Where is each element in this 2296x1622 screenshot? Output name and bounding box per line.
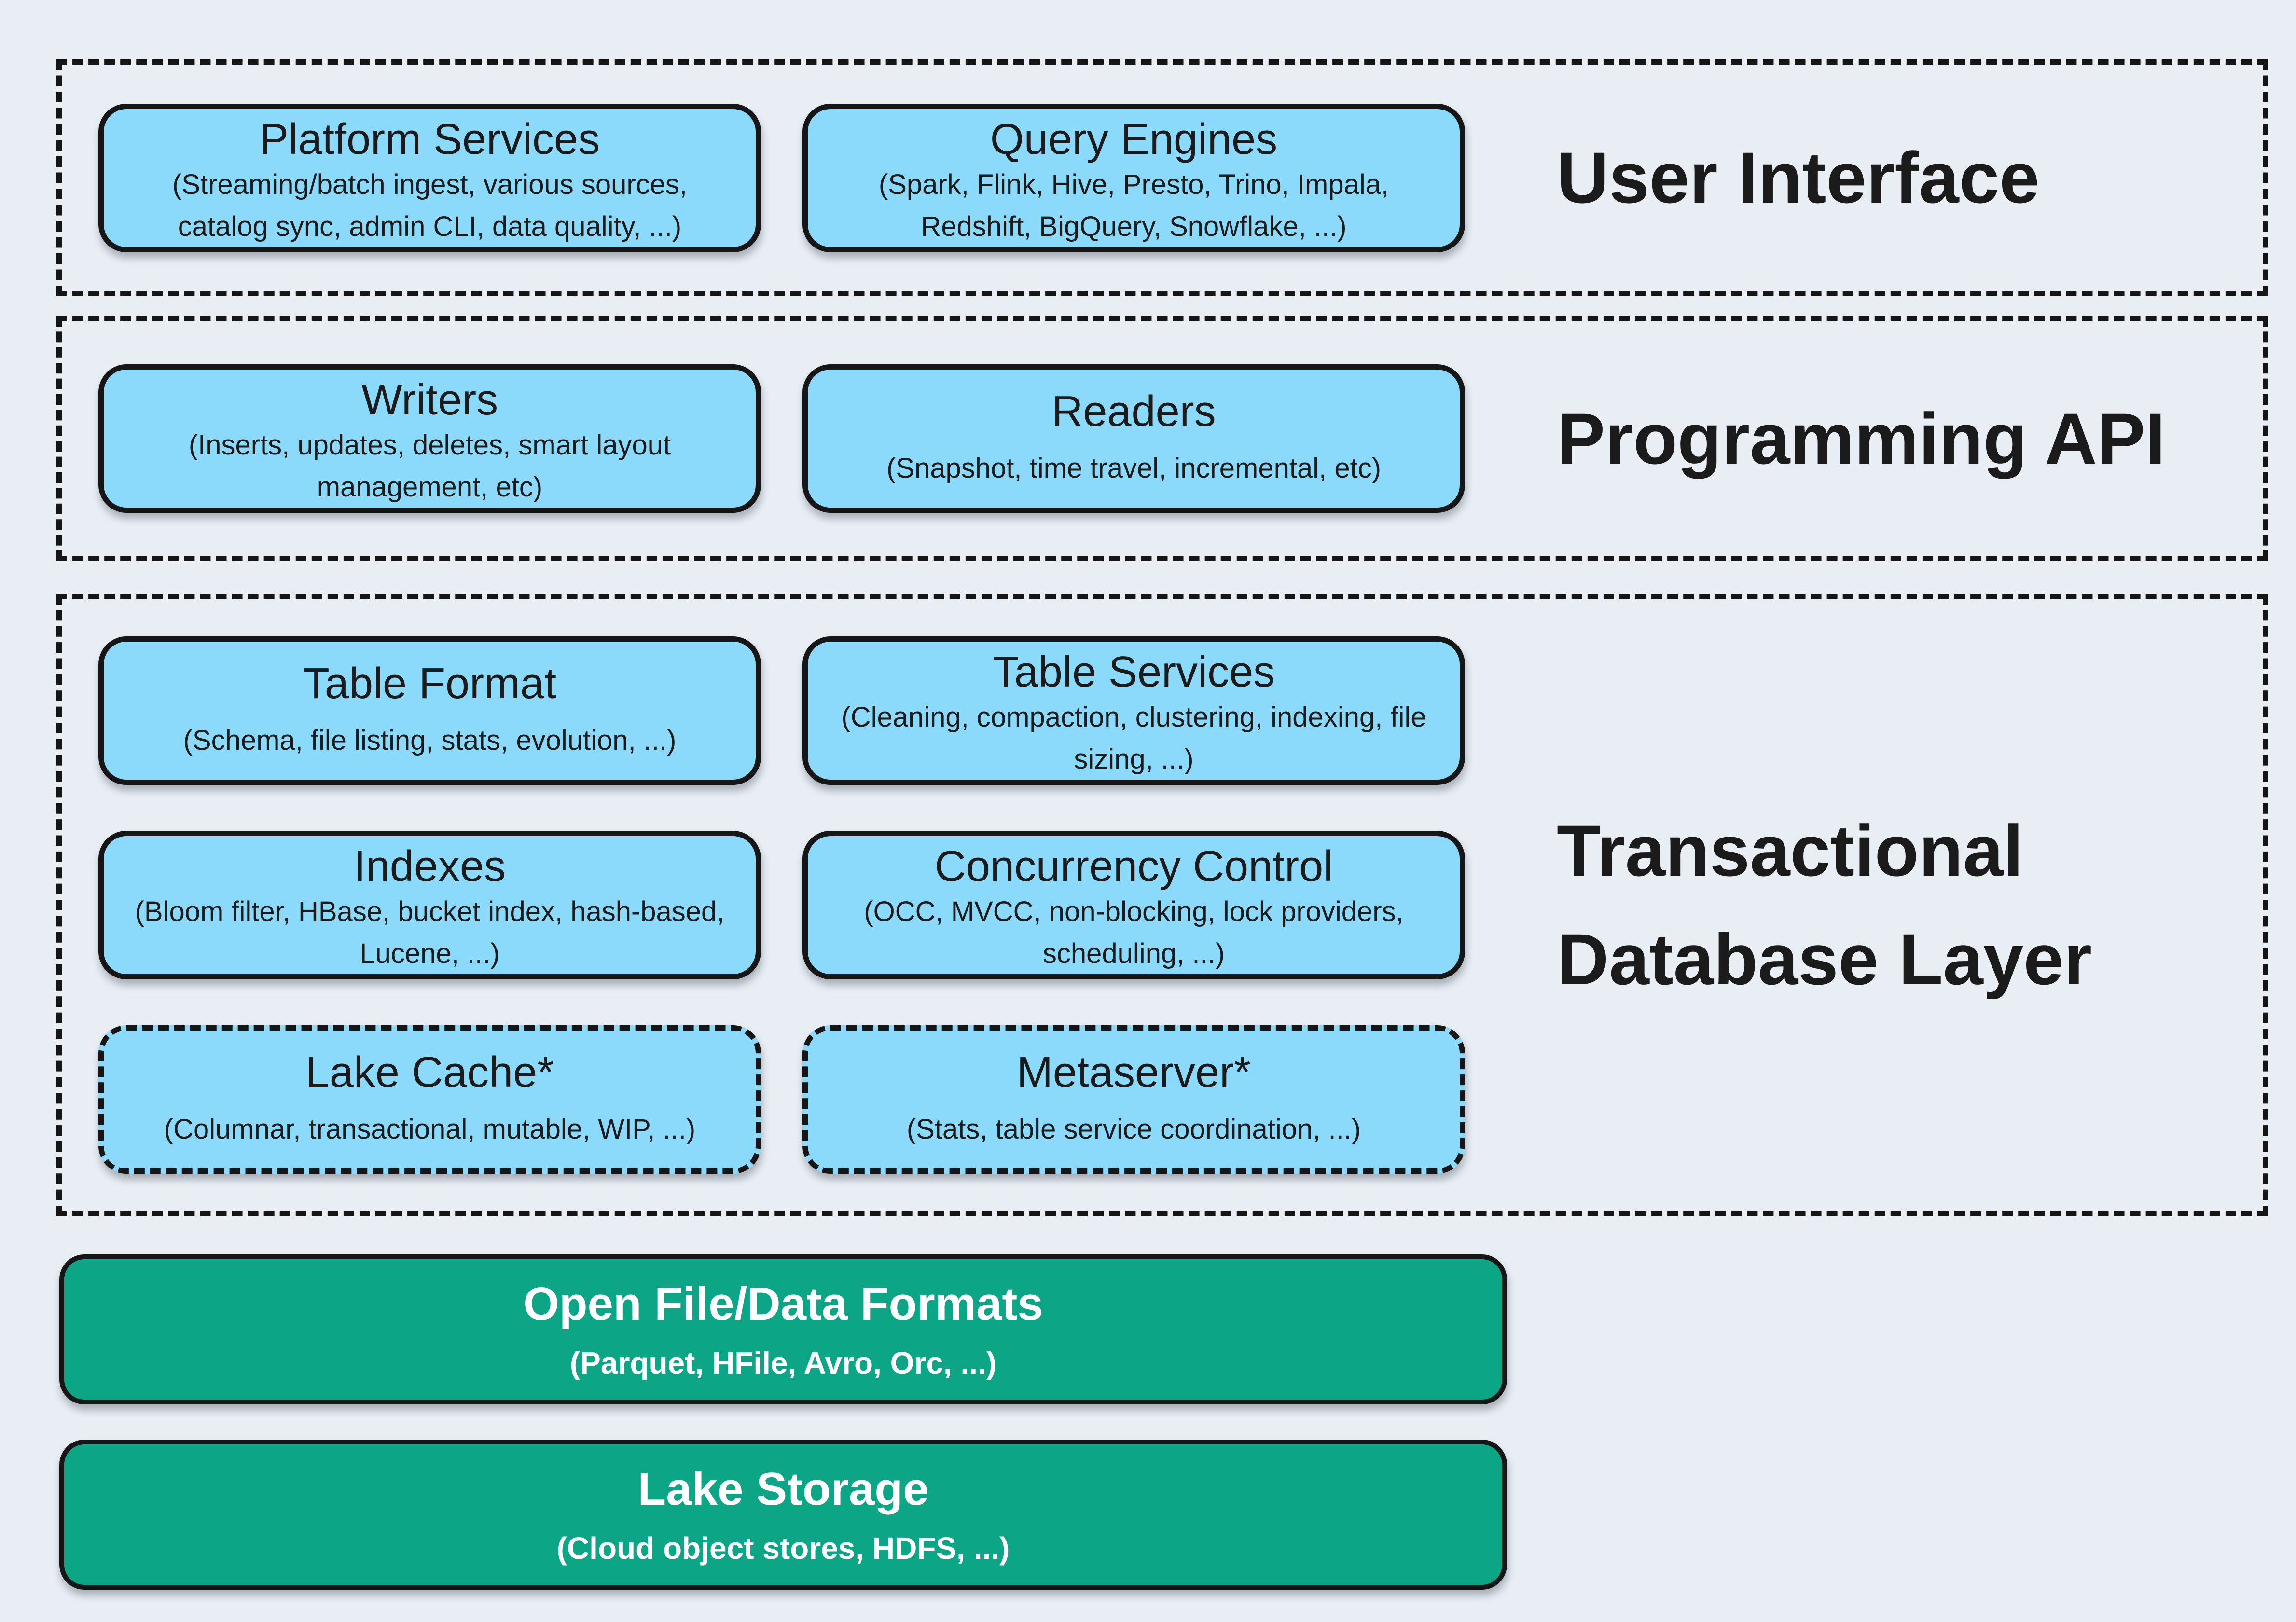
box-subtitle: (Columnar, transactional, mutable, WIP, …	[164, 1113, 696, 1145]
box-concurrency-control: Concurrency Control (OCC, MVCC, non-bloc…	[802, 831, 1465, 979]
section-programming-api: Writers (Inserts, updates, deletes, smar…	[56, 316, 2268, 561]
box-table-services: Table Services (Cleaning, compaction, cl…	[802, 636, 1465, 785]
box-open-file-data-formats: Open File/Data Formats (Parquet, HFile, …	[59, 1254, 1507, 1404]
box-subtitle: (Schema, file listing, stats, evolution,…	[183, 725, 677, 756]
section-label-area: Programming API	[1465, 385, 2263, 493]
box-title: Lake Cache*	[305, 1048, 554, 1097]
section-user-interface: Platform Services (Streaming/batch inges…	[56, 59, 2268, 296]
box-title: Readers	[1051, 387, 1216, 436]
box-readers: Readers (Snapshot, time travel, incremen…	[802, 364, 1465, 513]
section-label-programming-api: Programming API	[1557, 398, 2166, 479]
section-label-transactional-database-layer: Transactional Database Layer	[1557, 810, 2092, 1000]
section-transactional-database-layer: Table Format (Schema, file listing, stat…	[56, 594, 2268, 1216]
section-label-area: User Interface	[1465, 124, 2263, 232]
box-title: Writers	[361, 376, 498, 424]
box-metaserver: Metaserver* (Stats, table service coordi…	[802, 1025, 1465, 1174]
box-title: Table Services	[992, 648, 1275, 696]
box-query-engines: Query Engines (Spark, Flink, Hive, Prest…	[802, 103, 1465, 252]
box-table-format: Table Format (Schema, file listing, stat…	[98, 636, 761, 785]
box-subtitle: (Inserts, updates, deletes, smart layout…	[188, 429, 671, 503]
box-lake-cache: Lake Cache* (Columnar, transactional, mu…	[98, 1025, 761, 1174]
box-title: Metaserver*	[1016, 1048, 1251, 1097]
box-subtitle: (Cleaning, compaction, clustering, index…	[841, 701, 1426, 775]
box-title: Concurrency Control	[934, 842, 1333, 891]
box-platform-services: Platform Services (Streaming/batch inges…	[98, 103, 761, 252]
box-subtitle: (Spark, Flink, Hive, Presto, Trino, Impa…	[878, 168, 1389, 242]
box-lake-storage: Lake Storage (Cloud object stores, HDFS,…	[59, 1440, 1507, 1590]
box-subtitle: (Parquet, HFile, Avro, Orc, ...)	[569, 1345, 997, 1380]
box-title: Query Engines	[990, 115, 1278, 164]
box-writers: Writers (Inserts, updates, deletes, smar…	[98, 364, 761, 513]
box-title: Open File/Data Formats	[523, 1278, 1043, 1330]
box-subtitle: (Bloom filter, HBase, bucket index, hash…	[135, 896, 725, 969]
box-title: Lake Storage	[637, 1463, 929, 1515]
box-indexes: Indexes (Bloom filter, HBase, bucket ind…	[98, 831, 761, 979]
box-title: Indexes	[353, 842, 506, 891]
box-subtitle: (OCC, MVCC, non-blocking, lock providers…	[864, 896, 1404, 969]
section-transactional-boxes: Table Format (Schema, file listing, stat…	[98, 636, 1465, 1174]
box-subtitle: (Snapshot, time travel, incremental, etc…	[886, 453, 1382, 484]
section-programming-api-boxes: Writers (Inserts, updates, deletes, smar…	[98, 364, 1465, 513]
section-user-interface-boxes: Platform Services (Streaming/batch inges…	[98, 103, 1465, 252]
section-label-user-interface: User Interface	[1557, 137, 2040, 218]
box-subtitle: (Streaming/batch ingest, various sources…	[172, 168, 688, 242]
box-title: Platform Services	[259, 115, 600, 164]
box-subtitle: (Stats, table service coordination, ...)	[906, 1113, 1361, 1145]
section-label-area: Transactional Database Layer	[1465, 797, 2263, 1014]
box-subtitle: (Cloud object stores, HDFS, ...)	[556, 1530, 1010, 1566]
box-title: Table Format	[303, 660, 557, 708]
